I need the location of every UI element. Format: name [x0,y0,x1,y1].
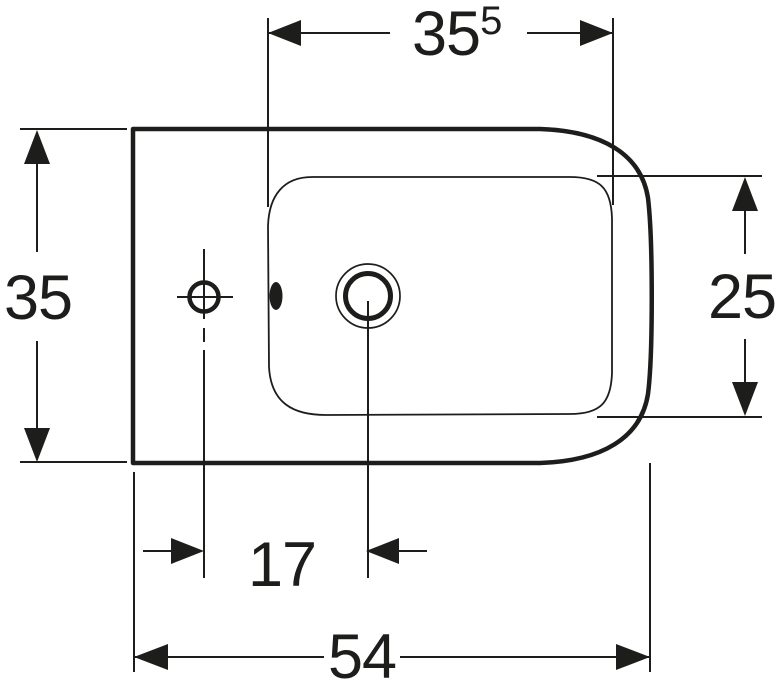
dim-bottom-arrow-right [616,644,650,670]
dim-right-arrow-up [732,177,758,211]
dim-left-arrow-down [24,428,50,462]
dim-offset-arrow-right [366,538,399,564]
dim-label-overall-width: 54 [328,622,396,680]
dim-bottom-arrow-left [134,644,168,670]
dim-label-overall-depth: 35 [4,263,72,333]
dim-offset-arrow-left [171,538,204,564]
dim-right-arrow-down [732,382,758,416]
dim-label-inner-width: 355 [412,0,502,69]
dim-label-inner-depth: 25 [708,262,776,332]
dim-label-tap-offset: 17 [248,530,316,600]
dim-top-arrow-left [268,20,301,46]
dim-left-arrow-up [24,130,50,164]
dim-top-arrow-right [580,20,613,46]
inner-basin-outline [267,176,613,416]
overflow-hole [269,282,283,310]
